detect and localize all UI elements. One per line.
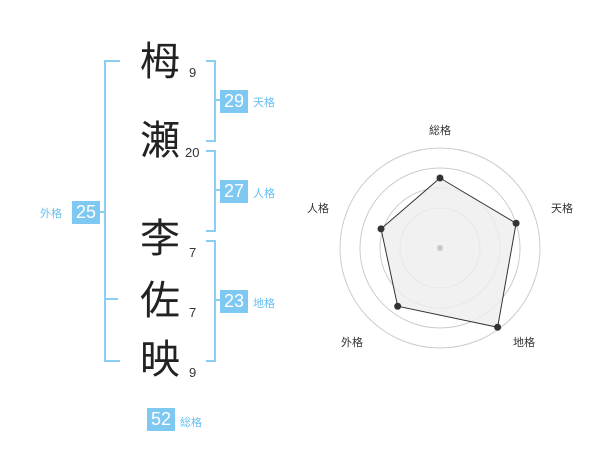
chikaku-bracket <box>206 240 216 362</box>
radar-point <box>377 225 385 233</box>
tenkaku-label: 天格 <box>253 96 275 109</box>
chikaku-value-badge: 23 <box>220 290 248 313</box>
radar-label-jinkaku: 人格 <box>307 201 329 215</box>
radar-label-soukaku: 総格 <box>429 123 451 137</box>
radar-polygon <box>380 177 517 328</box>
soukaku-value-badge: 52 <box>147 408 175 431</box>
gaikaku-value-badge: 25 <box>72 201 100 224</box>
radar-point <box>394 302 402 310</box>
char-3-strokes: 7 <box>189 245 197 260</box>
char-2-strokes: 20 <box>185 145 200 160</box>
tenkaku-bracket <box>206 60 216 142</box>
char-4-strokes: 7 <box>189 305 197 320</box>
radar-center-dot <box>437 245 443 251</box>
radar-ring <box>359 167 521 329</box>
char-5-strokes: 9 <box>189 365 197 380</box>
gaikaku-tick <box>104 298 118 300</box>
radar-point <box>494 323 502 331</box>
char-5: 映 <box>140 337 180 383</box>
jinkaku-connector <box>214 189 220 191</box>
char-4: 佐 <box>140 278 180 324</box>
radar-point <box>512 219 520 227</box>
char-2: 瀬 <box>140 118 180 164</box>
jinkaku-label: 人格 <box>253 187 275 200</box>
radar-label-chikaku: 地格 <box>513 335 535 349</box>
char-1: 栂 <box>140 39 180 85</box>
soukaku-label: 総格 <box>180 416 202 429</box>
tenkaku-connector <box>214 99 220 101</box>
radar-points <box>377 174 520 331</box>
gaikaku-bracket <box>104 60 120 362</box>
chikaku-label: 地格 <box>253 297 275 310</box>
radar-point <box>436 174 444 182</box>
char-1-strokes: 9 <box>189 65 197 80</box>
radar-label-gaikaku: 外格 <box>341 335 363 349</box>
jinkaku-bracket <box>206 150 216 232</box>
char-3: 李 <box>140 216 180 262</box>
tenkaku-value-badge: 29 <box>220 90 248 113</box>
gaikaku-connector <box>98 211 104 213</box>
gaikaku-label: 外格 <box>40 207 62 220</box>
chikaku-connector <box>214 299 220 301</box>
jinkaku-value-badge: 27 <box>220 180 248 203</box>
radar-label-tenkaku: 天格 <box>551 201 573 215</box>
